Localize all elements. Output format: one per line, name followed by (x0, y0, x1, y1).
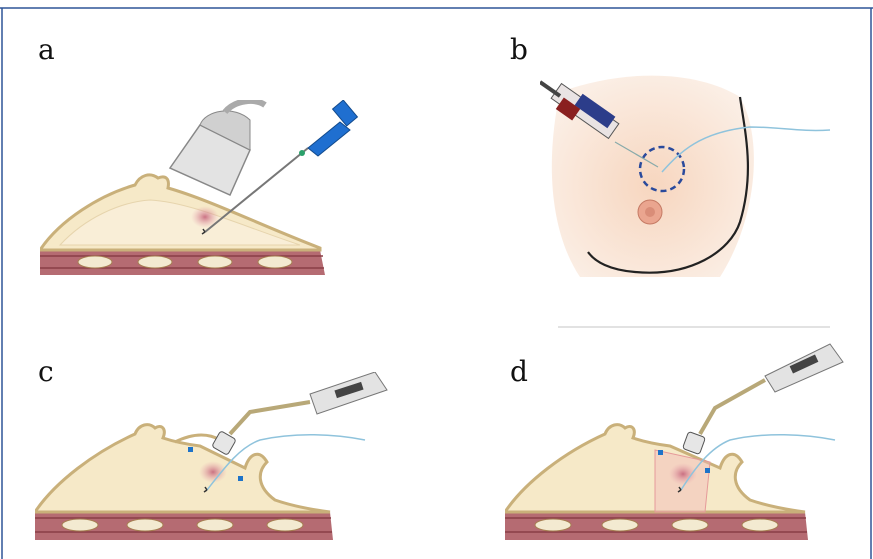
nipple (645, 207, 655, 217)
rib (742, 519, 778, 531)
lesion (199, 461, 227, 483)
lesion (669, 463, 697, 485)
panel-a-illustration (40, 100, 360, 275)
rib (138, 256, 172, 268)
rib (602, 519, 638, 531)
ultrasound-probe (170, 101, 265, 195)
marker-point (238, 476, 243, 481)
panel-label-a: a (38, 36, 55, 64)
panel-label-b: b (510, 36, 528, 64)
panel-d-illustration (505, 340, 855, 545)
marker-point (658, 450, 663, 455)
chest-wall (505, 512, 808, 540)
rib (127, 519, 163, 531)
gamma-probe (212, 372, 387, 455)
marker-point (705, 468, 710, 473)
needle-handle (299, 100, 357, 156)
rib (62, 519, 98, 531)
rib (258, 256, 292, 268)
rib (672, 519, 708, 531)
rib (267, 519, 303, 531)
rib (78, 256, 112, 268)
rib (197, 519, 233, 531)
rib (535, 519, 571, 531)
chest-wall (40, 250, 325, 275)
chest-wall (35, 512, 333, 540)
panel-b-illustration (540, 72, 835, 287)
panel-c-illustration (35, 372, 395, 542)
marker-point (188, 447, 193, 452)
rib (198, 256, 232, 268)
incision-flap (175, 435, 220, 442)
